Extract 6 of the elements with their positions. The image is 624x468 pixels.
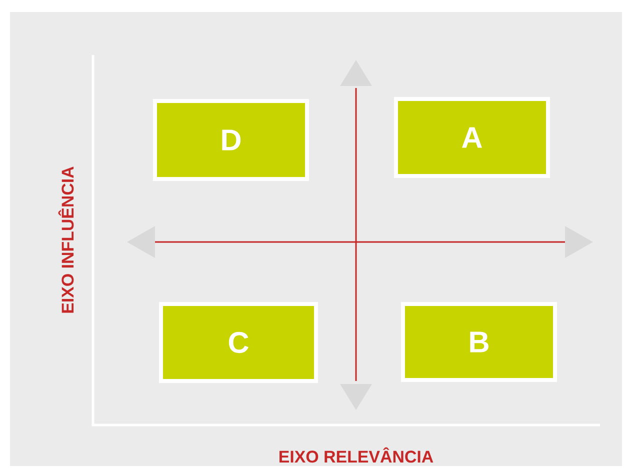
quadrant-box: B: [401, 302, 557, 382]
quadrant-box: A: [394, 97, 550, 178]
axis-label: EIXO RELEVÂNCIA: [280, 447, 434, 463]
quadrant-box: C: [159, 302, 318, 383]
axis-label: EIXO INFLUÊNCIA: [58, 166, 74, 313]
quadrant-box: D: [153, 99, 309, 181]
